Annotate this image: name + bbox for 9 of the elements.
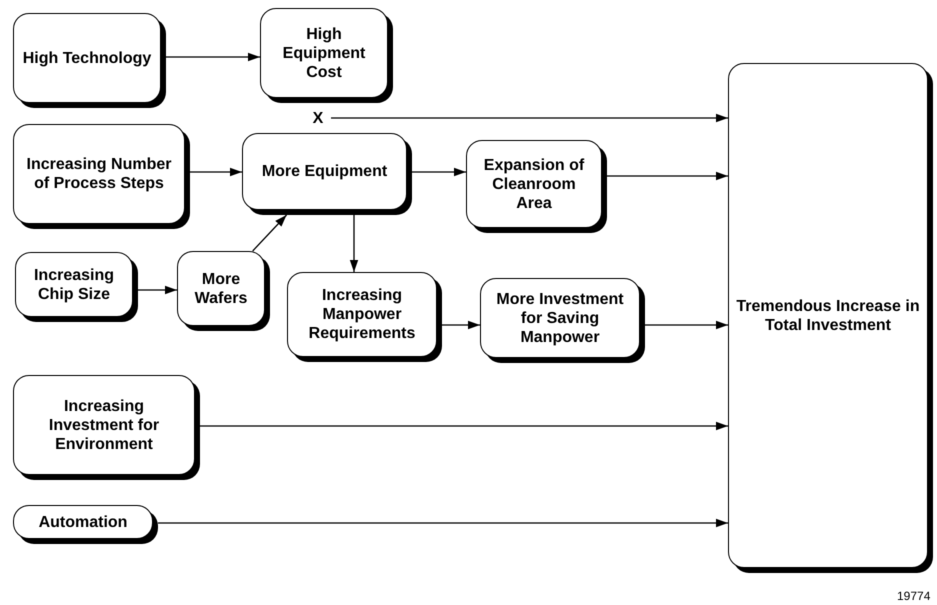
operator-symbol: X: [307, 107, 329, 129]
arrow: [645, 320, 728, 330]
arrow: [331, 114, 728, 122]
arrow: [607, 172, 728, 180]
arrow: [350, 215, 358, 272]
figure-number: 19774: [897, 589, 930, 603]
arrow: [442, 320, 480, 330]
arrow: [252, 214, 288, 252]
arrow: [412, 168, 466, 176]
